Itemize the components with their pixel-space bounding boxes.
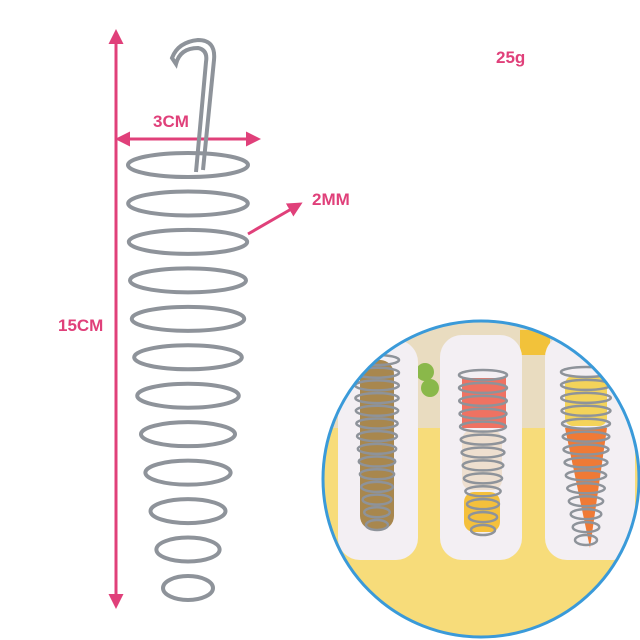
spring-coil bbox=[355, 417, 399, 430]
width-label: 3CM bbox=[153, 112, 189, 131]
wire-thickness-label: 2MM bbox=[312, 190, 350, 209]
spring-coil bbox=[458, 407, 508, 420]
spring-coil bbox=[564, 469, 608, 482]
wire-pointer-arrow bbox=[247, 202, 303, 236]
spring-coil bbox=[129, 304, 247, 333]
height-label: 15CM bbox=[58, 316, 104, 335]
spring-coil bbox=[357, 455, 397, 468]
spring-coil bbox=[364, 518, 390, 532]
inset-circle-border bbox=[321, 319, 640, 639]
spring-coil bbox=[161, 574, 215, 602]
spiral-spring bbox=[126, 151, 250, 602]
spring-coil bbox=[138, 420, 238, 449]
spring-coil bbox=[571, 520, 601, 534]
spring-coil bbox=[467, 510, 499, 524]
hook bbox=[169, 37, 217, 173]
spring-coil bbox=[148, 497, 228, 526]
spring-coil bbox=[126, 189, 250, 218]
spring-coil bbox=[458, 420, 508, 433]
weight-label: 25g bbox=[496, 48, 526, 67]
spring-coil bbox=[464, 485, 502, 498]
spring-coil bbox=[563, 456, 609, 469]
spring-coil bbox=[362, 506, 392, 519]
usage-photo-inset bbox=[321, 319, 640, 639]
spring-coil bbox=[135, 381, 241, 410]
spring-coil bbox=[354, 391, 400, 405]
spring-coil bbox=[559, 391, 613, 405]
spring-coil bbox=[356, 442, 398, 456]
spring-coil bbox=[132, 343, 244, 372]
spring-coil bbox=[154, 535, 222, 564]
spring-coil bbox=[126, 227, 250, 256]
spring-coil bbox=[143, 458, 233, 487]
spring-coil bbox=[462, 472, 504, 485]
spring-coil bbox=[126, 151, 250, 179]
spring-coil bbox=[359, 480, 395, 494]
spring-coil bbox=[569, 507, 603, 521]
spring-coil bbox=[358, 467, 396, 481]
spring-coil bbox=[469, 523, 497, 537]
spring-coil bbox=[457, 368, 509, 382]
spring-coil bbox=[465, 497, 501, 511]
spring-coil bbox=[361, 493, 393, 506]
spring-coil bbox=[561, 430, 611, 443]
spring-coil bbox=[354, 404, 400, 418]
spring-coil bbox=[460, 446, 506, 459]
spring-coil bbox=[461, 459, 505, 472]
spring-coil bbox=[560, 404, 612, 418]
spring-coil bbox=[560, 417, 612, 430]
spring-coil bbox=[355, 429, 399, 443]
spring-coil bbox=[562, 443, 610, 456]
spring-coil bbox=[457, 381, 509, 395]
spring-coil bbox=[459, 433, 507, 446]
spring-coil bbox=[573, 533, 599, 547]
spring-coil bbox=[457, 394, 509, 408]
spring-coil bbox=[565, 482, 607, 495]
spring-coil bbox=[567, 494, 605, 508]
spring-coil bbox=[128, 266, 248, 295]
